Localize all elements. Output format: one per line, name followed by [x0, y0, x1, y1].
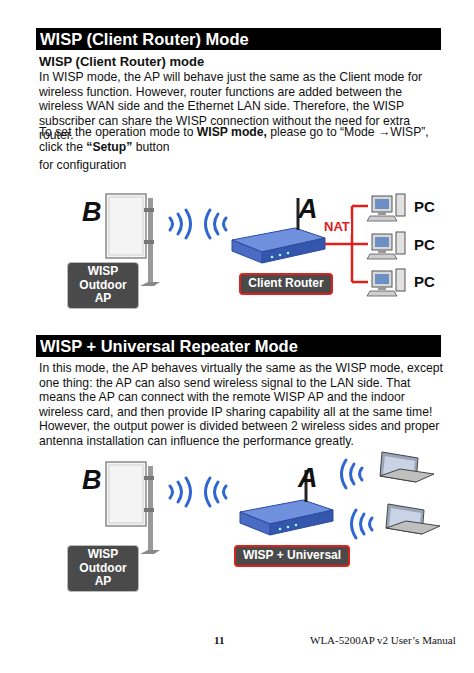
callout-letter: A [298, 462, 318, 494]
instruction-text: button [136, 140, 170, 154]
callout-letter: B [82, 464, 102, 496]
label-box: WISP Outdoor AP [67, 545, 139, 592]
section-header: WISP + Universal Repeater Mode [40, 337, 298, 355]
box-label: WISP Outdoor AP [72, 548, 134, 589]
label-box: WISP + Universal [234, 545, 350, 567]
section-header-bar: WISP (Client Router) Mode [36, 28, 441, 50]
box-label: WISP Outdoor AP [72, 265, 134, 306]
instruction-text: WISP mode, [197, 125, 267, 139]
nat-label: NAT [323, 219, 351, 235]
section-header: WISP (Client Router) Mode [40, 30, 249, 48]
subheading: WISP (Client Router) mode [39, 54, 204, 70]
page-number: 11 [214, 634, 224, 647]
pc-label: PC [413, 273, 436, 291]
instruction-text: To set the operation mode to [39, 125, 193, 139]
section-header-bar: WISP + Universal Repeater Mode [36, 335, 441, 357]
instruction-text: “Setup” [86, 140, 132, 154]
callout-letter: A [298, 193, 318, 225]
label-box: WISP Outdoor AP [67, 262, 139, 309]
pc-label: PC [413, 236, 436, 254]
pc-label: PC [413, 198, 436, 216]
footer-title: WLA-5200AP v2 User’s Manual [310, 634, 456, 647]
box-label: Client Router [248, 277, 323, 291]
paragraph: for configuration [39, 158, 126, 173]
paragraph: In this mode, the AP behaves virtually t… [39, 361, 443, 449]
instruction-paragraph: To set the operation mode toWISP mode,pl… [39, 125, 443, 154]
box-label: WISP + Universal [243, 549, 341, 563]
label-box: Client Router [239, 273, 332, 295]
callout-letter: B [82, 196, 102, 228]
